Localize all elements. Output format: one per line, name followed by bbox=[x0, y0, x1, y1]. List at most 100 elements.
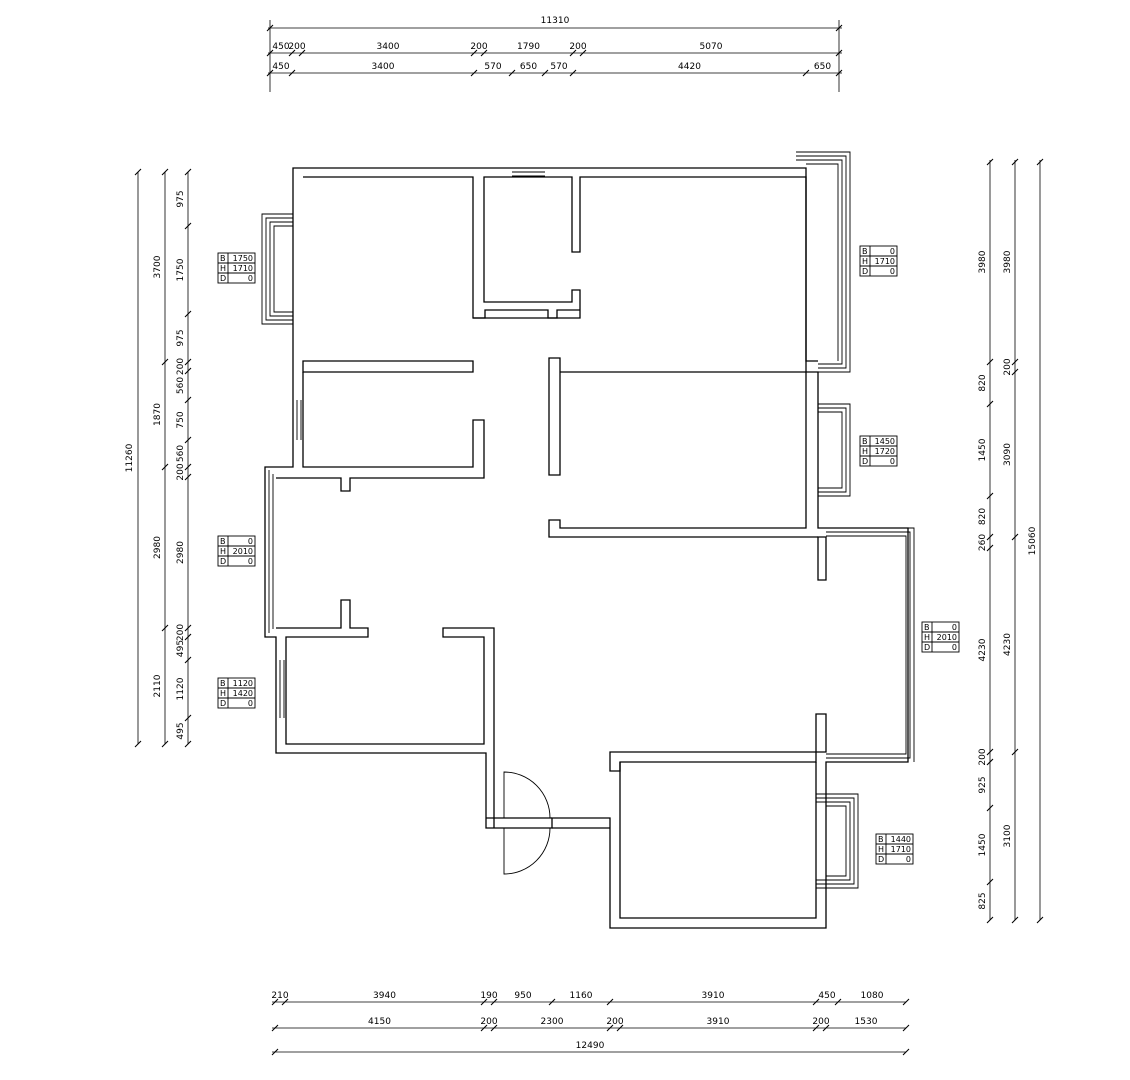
window-tag-key: D bbox=[862, 457, 868, 466]
window-tag-value: 1710 bbox=[891, 845, 911, 854]
left-inner-tick bbox=[184, 714, 192, 722]
door-leaf-lower bbox=[503, 827, 551, 875]
window-tag-value: 0 bbox=[248, 557, 253, 566]
window-left-long bbox=[264, 467, 274, 637]
bottom-row2-tick bbox=[490, 1024, 498, 1032]
wall-bottom-link bbox=[486, 817, 610, 829]
top-row2-tick bbox=[266, 69, 274, 77]
left-mid-label: 2980 bbox=[153, 536, 163, 559]
left-inner-label: 560 bbox=[176, 377, 186, 394]
bottom-row1-tick bbox=[281, 998, 289, 1006]
window-tag-value: 0 bbox=[248, 274, 253, 283]
left-inner-tick bbox=[184, 222, 192, 230]
left-total-label: 11260 bbox=[125, 443, 135, 472]
window-tag-value: 0 bbox=[906, 855, 911, 864]
right-col2-label: 200 bbox=[1003, 358, 1013, 375]
right-col1-tick bbox=[986, 878, 994, 886]
window-tag-key: B bbox=[220, 254, 226, 263]
window-tag-key: D bbox=[862, 267, 868, 276]
bottom-row1-label: 950 bbox=[514, 991, 531, 1001]
window-tag-key: H bbox=[220, 264, 226, 273]
window-tag-key: D bbox=[220, 557, 226, 566]
window-top-small bbox=[512, 167, 545, 177]
bay-window-left-top bbox=[261, 213, 293, 325]
top-row2-tick bbox=[470, 69, 478, 77]
top-row2-tick bbox=[802, 69, 810, 77]
left-mid-label: 2110 bbox=[153, 674, 163, 697]
right-col1-tick bbox=[986, 400, 994, 408]
right-col1-label: 825 bbox=[978, 892, 988, 909]
window-tag-value: 1440 bbox=[891, 835, 911, 844]
bay-window-right-lower bbox=[826, 527, 915, 762]
dimension-ticks bbox=[134, 24, 1044, 1056]
top-row2-label: 650 bbox=[520, 62, 537, 72]
left-inner-label: 1750 bbox=[176, 258, 186, 281]
left-mid-tick bbox=[161, 740, 169, 748]
window-tag-value: 0 bbox=[952, 623, 957, 632]
right-col2-label: 4230 bbox=[1003, 633, 1013, 656]
door-leaf-upper bbox=[503, 771, 551, 819]
top-row1-label: 5070 bbox=[700, 42, 723, 52]
window-tag-key: B bbox=[862, 437, 868, 446]
right-col2-label: 3980 bbox=[1003, 250, 1013, 273]
right-col2-tick bbox=[1011, 158, 1019, 166]
bay-window-right-top bbox=[796, 151, 851, 373]
left-inner-tick bbox=[184, 463, 192, 471]
right-col1-tick bbox=[986, 748, 994, 756]
bottom-row2-label: 200 bbox=[480, 1017, 497, 1027]
top-row1-label: 450 bbox=[272, 42, 289, 52]
bottom-total-label: 12490 bbox=[576, 1041, 605, 1051]
top-row2-tick bbox=[835, 69, 843, 77]
wall-room-br1 bbox=[548, 371, 818, 538]
bay-window-bottom-right bbox=[816, 793, 859, 889]
window-tag-value: 2010 bbox=[937, 633, 957, 642]
top-row1-tick bbox=[288, 49, 296, 57]
bottom-row2-label: 3910 bbox=[707, 1017, 730, 1027]
wall-small-room bbox=[276, 372, 485, 492]
bottom-row2-tick bbox=[812, 1024, 820, 1032]
left-inner-tick bbox=[184, 740, 192, 748]
right-col1-tick bbox=[986, 544, 994, 552]
bottom-row1-label: 210 bbox=[271, 991, 288, 1001]
bottom-row2-label: 4150 bbox=[368, 1017, 391, 1027]
window-tag-frame bbox=[859, 435, 898, 467]
right-col1-label: 820 bbox=[978, 374, 988, 391]
bottom-row2-label: 200 bbox=[606, 1017, 623, 1027]
left-inner-tick bbox=[184, 396, 192, 404]
wall-divider-left bbox=[548, 357, 561, 476]
top-row2-tick bbox=[569, 69, 577, 77]
window-tag-frame bbox=[921, 621, 960, 653]
window-tag-key: B bbox=[924, 623, 930, 632]
left-inner-tick bbox=[184, 168, 192, 176]
window-left-low bbox=[275, 660, 285, 718]
left-inner-label: 975 bbox=[176, 329, 186, 346]
top-row1-tick bbox=[569, 49, 577, 57]
window-tag-value: 1750 bbox=[233, 254, 253, 263]
top-row1-label: 200 bbox=[288, 42, 305, 52]
windows bbox=[261, 151, 915, 889]
left-inner-label: 200 bbox=[176, 358, 186, 375]
right-total-tick bbox=[1036, 158, 1044, 166]
window-tag-value: 1710 bbox=[233, 264, 253, 273]
entry-door bbox=[503, 771, 551, 875]
top-row2-tick bbox=[288, 69, 296, 77]
top-row1-label: 200 bbox=[470, 42, 487, 52]
window-tag-key: D bbox=[924, 643, 930, 652]
window-tag-value: 0 bbox=[248, 537, 253, 546]
top-row1-tick bbox=[579, 49, 587, 57]
top-row2-label: 570 bbox=[484, 62, 501, 72]
top-row2-label: 450 bbox=[272, 62, 289, 72]
inner-wall-outline bbox=[303, 176, 818, 362]
left-inner-label: 975 bbox=[176, 190, 186, 207]
top-row1-tick bbox=[470, 49, 478, 57]
window-tag-value: 0 bbox=[952, 643, 957, 652]
right-total-tick bbox=[1036, 916, 1044, 924]
window-left-mid bbox=[292, 400, 302, 440]
window-tag-key: D bbox=[220, 274, 226, 283]
left-mid-label: 3700 bbox=[153, 255, 163, 278]
top-total-tick bbox=[266, 24, 274, 32]
bottom-row2-label: 200 bbox=[812, 1017, 829, 1027]
